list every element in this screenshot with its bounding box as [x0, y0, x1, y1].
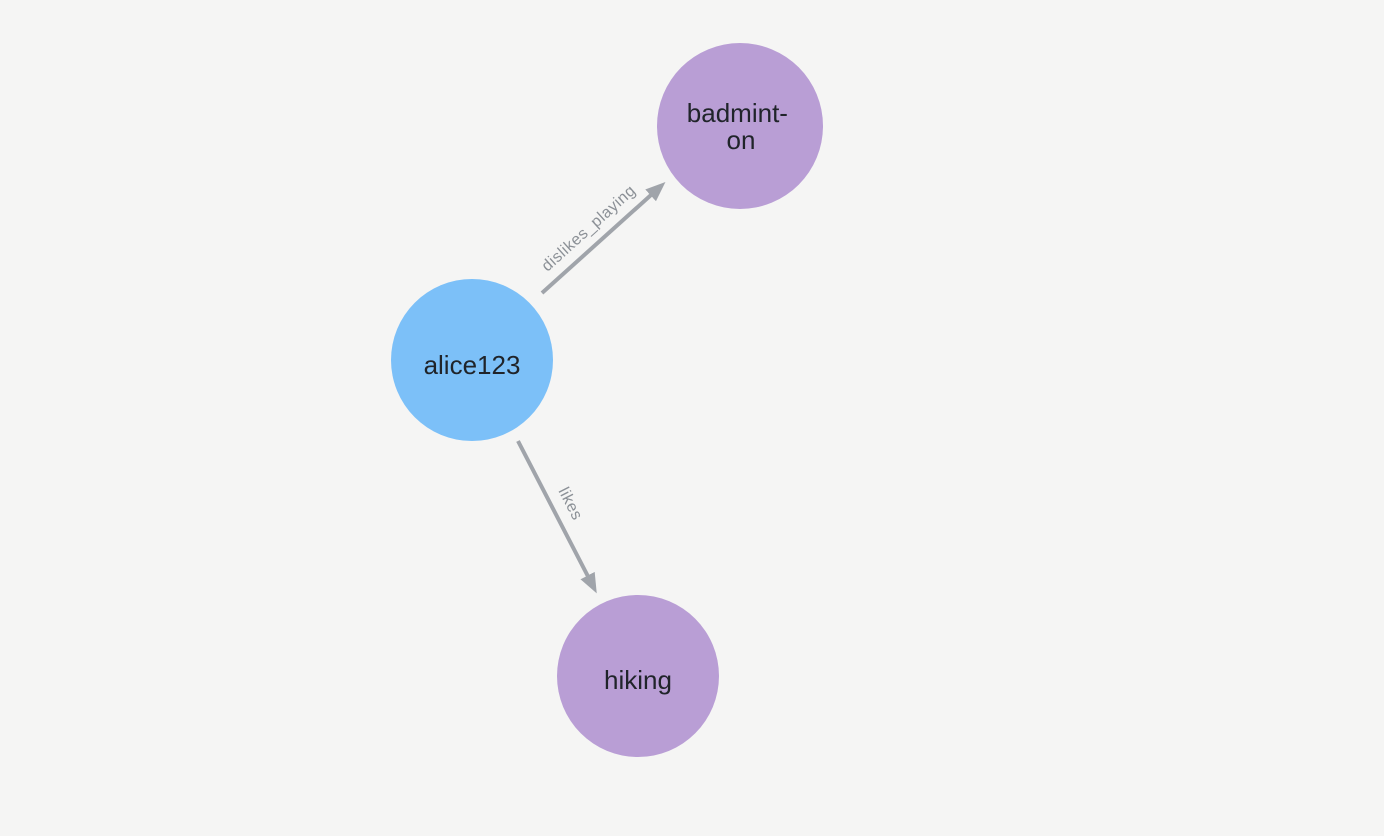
- node-badminton[interactable]: [657, 43, 823, 209]
- edge-dislikes-playing[interactable]: [540, 181, 666, 295]
- node-hiking[interactable]: [557, 595, 719, 757]
- node-alice123[interactable]: [391, 279, 553, 441]
- edge-likes[interactable]: [516, 440, 597, 594]
